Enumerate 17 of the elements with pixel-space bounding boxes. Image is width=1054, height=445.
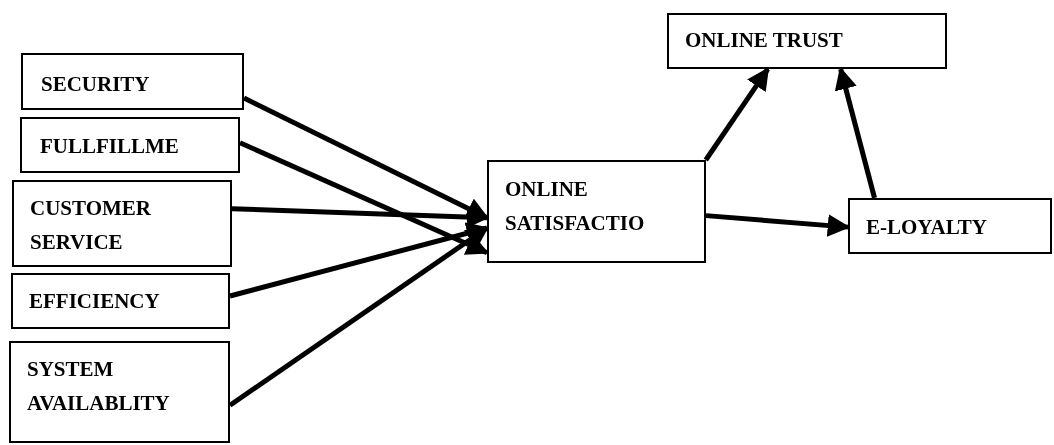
arrow bbox=[703, 67, 770, 162]
construct-label: CUSTOMER SERVICE bbox=[30, 195, 152, 256]
construct-box bbox=[667, 13, 947, 69]
construct-label: E-LOYALTY bbox=[866, 214, 988, 241]
construct-box bbox=[848, 198, 1052, 254]
construct-box bbox=[20, 117, 240, 173]
construct-label: SECURITY bbox=[41, 71, 151, 98]
construct-box bbox=[11, 273, 230, 329]
construct-box bbox=[21, 53, 244, 110]
construct-label: FULLFILLME bbox=[40, 133, 180, 160]
construct-label: ONLINE TRUST bbox=[685, 27, 844, 54]
construct-label: SYSTEM AVAILABLITY bbox=[27, 356, 171, 417]
construct-box bbox=[12, 180, 232, 267]
construct-box bbox=[487, 160, 706, 263]
construct-label: ONLINE SATISFACTIO bbox=[505, 176, 646, 237]
construct-label: EFFICIENCY bbox=[29, 288, 161, 315]
construct-box bbox=[9, 341, 230, 443]
